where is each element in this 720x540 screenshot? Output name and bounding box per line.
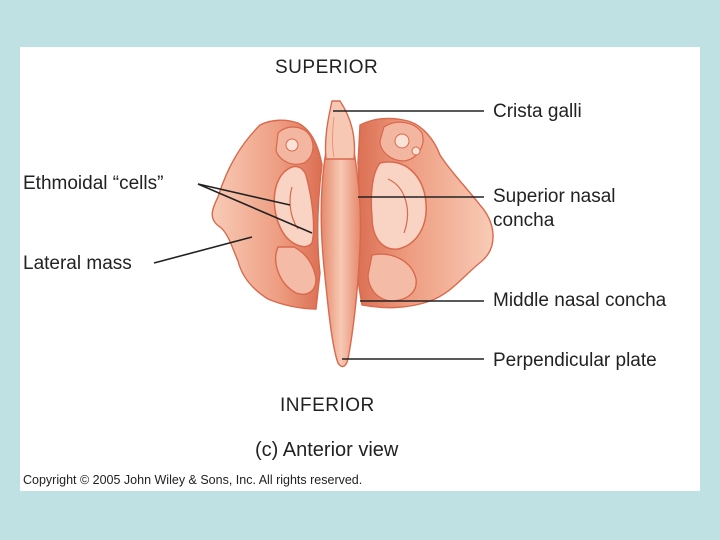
ethmoidal-cells-label: Ethmoidal “cells” bbox=[23, 173, 163, 195]
inferior-label: INFERIOR bbox=[280, 395, 375, 417]
perpendicular-plate bbox=[321, 151, 360, 366]
figure-panel: SUPERIOR Crista galli Ethmoidal “cells” … bbox=[20, 47, 700, 491]
copyright-notice: Copyright © 2005 John Wiley & Sons, Inc.… bbox=[23, 473, 362, 487]
superior-nasal-concha-label-line1: Superior nasal bbox=[493, 186, 616, 208]
crista-galli-label: Crista galli bbox=[493, 101, 582, 123]
crista-galli bbox=[325, 101, 354, 159]
figure-caption: (c) Anterior view bbox=[255, 439, 398, 461]
lateral-mass-label: Lateral mass bbox=[23, 253, 132, 275]
middle-nasal-concha-label: Middle nasal concha bbox=[493, 290, 666, 312]
superior-nasal-concha-label-line2: concha bbox=[493, 210, 554, 232]
superior-label: SUPERIOR bbox=[275, 57, 378, 79]
perpendicular-plate-label: Perpendicular plate bbox=[493, 350, 657, 372]
